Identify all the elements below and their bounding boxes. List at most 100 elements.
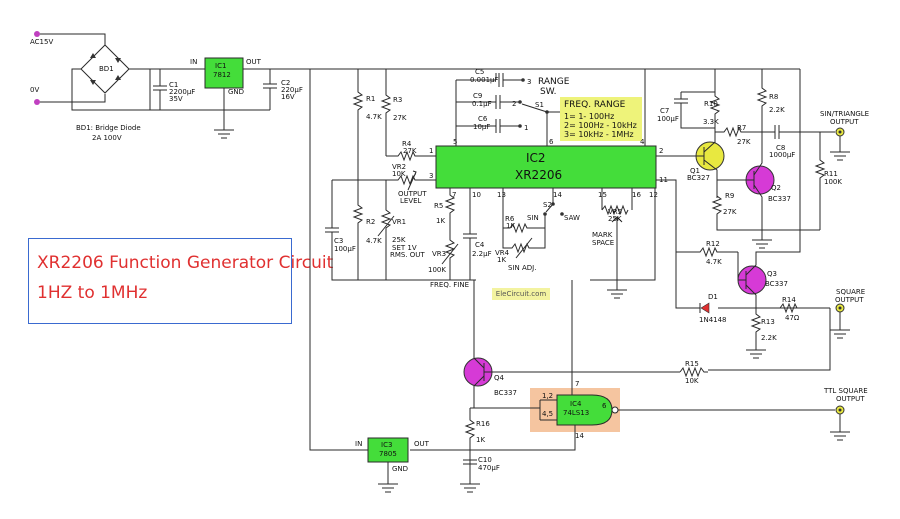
svg-text:Q4: Q4 (494, 374, 505, 382)
svg-text:220µF: 220µF (281, 86, 303, 94)
r8-resistor: R8 2.2K (756, 69, 785, 132)
svg-text:1K: 1K (497, 256, 506, 264)
c3-capacitor: C3 100µF (325, 180, 476, 281)
svg-text:SW.: SW. (540, 87, 556, 97)
bridge-note2: 2A 100V (92, 134, 122, 142)
ac-top-label: AC15V (30, 38, 53, 46)
svg-text:BC337: BC337 (768, 195, 791, 203)
svg-text:R2: R2 (366, 218, 375, 226)
svg-text:IC1: IC1 (215, 62, 226, 70)
svg-text:VR3: VR3 (432, 250, 446, 258)
svg-text:OUTPUT: OUTPUT (835, 296, 864, 304)
ttl-square-output[interactable]: TTL SQUARE OUTPUT (823, 387, 868, 441)
svg-text:C10: C10 (478, 456, 492, 464)
svg-text:C2: C2 (281, 79, 290, 87)
svg-text:R1: R1 (366, 95, 375, 103)
svg-text:Q1: Q1 (690, 167, 700, 175)
bridge-diode: BD1 BD1: Bridge Diode 2A 100V (71, 44, 151, 142)
svg-text:1,2: 1,2 (542, 392, 553, 400)
svg-text:IC2: IC2 (526, 151, 546, 165)
svg-text:16V: 16V (281, 93, 295, 101)
svg-text:4: 4 (640, 138, 645, 146)
svg-text:14: 14 (553, 191, 562, 199)
svg-text:RANGE: RANGE (538, 77, 570, 87)
watermark: EleCircuit.com (492, 288, 550, 300)
svg-text:MARK: MARK (592, 231, 613, 239)
svg-text:4.7K: 4.7K (366, 237, 382, 245)
svg-text:1000µF: 1000µF (769, 151, 795, 159)
svg-text:BC337: BC337 (494, 389, 517, 397)
svg-text:R15: R15 (685, 360, 699, 368)
sin-triangle-output[interactable]: SIN/TRIANGLE OUTPUT (820, 110, 869, 161)
svg-text:470µF: 470µF (478, 464, 500, 472)
svg-text:OUT: OUT (414, 440, 430, 448)
q2-transistor: Q2 BC337 (717, 132, 791, 230)
svg-text:C3: C3 (334, 237, 343, 245)
r12-resistor: R12 4.7K (676, 240, 738, 266)
svg-text:100K: 100K (428, 266, 446, 274)
svg-text:6: 6 (549, 138, 554, 146)
bridge-label: BD1 (99, 65, 114, 73)
r14-resistor: R14 47Ω (766, 296, 800, 322)
r4-resistor: R4 27K 1 (386, 140, 436, 162)
svg-text:2.2K: 2.2K (761, 334, 777, 342)
svg-text:R7: R7 (737, 124, 746, 132)
svg-text:0.1µF: 0.1µF (472, 100, 492, 108)
svg-text:0.001µF: 0.001µF (470, 76, 499, 84)
svg-text:VR5: VR5 (608, 208, 622, 216)
svg-text:27K: 27K (737, 138, 751, 146)
svg-text:7: 7 (452, 191, 456, 199)
svg-text:OUT: OUT (246, 58, 262, 66)
freq-range-3: 3= 10kHz - 1MHz (564, 130, 634, 139)
svg-text:R3: R3 (393, 96, 402, 104)
svg-text:VR1: VR1 (392, 218, 406, 226)
c10-capacitor: C10 470µF (460, 450, 500, 493)
svg-text:C1: C1 (169, 81, 178, 89)
square-output[interactable]: SQUARE OUTPUT (708, 288, 865, 371)
svg-text:VR2: VR2 (392, 163, 406, 171)
svg-text:25K: 25K (392, 236, 406, 244)
svg-text:BC337: BC337 (765, 280, 788, 288)
svg-text:R10: R10 (704, 100, 718, 108)
svg-text:16: 16 (632, 191, 641, 199)
freq-range-title: FREQ. RANGE (564, 100, 626, 110)
svg-text:5: 5 (453, 138, 457, 146)
svg-text:BC327: BC327 (687, 174, 710, 182)
svg-text:OUTPUT: OUTPUT (398, 190, 427, 198)
svg-text:SIN/TRIANGLE: SIN/TRIANGLE (820, 110, 869, 118)
svg-text:Q3: Q3 (767, 270, 777, 278)
ic2-xr2206: IC2 XR2206 5 6 4 2 11 7 10 13 14 15 16 1… (435, 69, 690, 281)
svg-text:SPACE: SPACE (592, 239, 614, 247)
svg-text:SAW: SAW (564, 214, 580, 222)
svg-text:27K: 27K (393, 114, 407, 122)
svg-text:Q2: Q2 (771, 184, 781, 192)
svg-text:74LS13: 74LS13 (563, 409, 589, 417)
svg-text:R4: R4 (402, 140, 412, 148)
svg-text:3.3K: 3.3K (703, 118, 719, 126)
title-box: XR2206 Function Generator Circuit 1HZ to… (28, 238, 333, 324)
svg-text:IC3: IC3 (381, 441, 392, 449)
svg-text:GND: GND (392, 465, 408, 473)
svg-text:2200µF: 2200µF (169, 88, 195, 96)
svg-text:4,5: 4,5 (542, 410, 553, 418)
range-switch[interactable]: 3 2 1 S1 RANGE SW. (512, 77, 570, 140)
svg-text:10: 10 (472, 191, 481, 199)
svg-text:C5: C5 (475, 68, 484, 76)
svg-text:R6: R6 (505, 215, 515, 223)
svg-text:OUTPUT: OUTPUT (830, 118, 859, 126)
svg-text:7: 7 (575, 380, 579, 388)
vr5-mark-space: VR5 25K MARK SPACE (592, 188, 633, 299)
freq-range-2: 2= 100Hz - 10kHz (564, 121, 637, 130)
svg-text:27K: 27K (403, 147, 417, 155)
svg-text:47Ω: 47Ω (785, 314, 800, 322)
bridge-note1: BD1: Bridge Diode (76, 124, 141, 132)
sin-adj-network: R6 1K VR4 1K SIN ADJ. (495, 188, 546, 272)
svg-text:35V: 35V (169, 95, 183, 103)
svg-text:IC4: IC4 (570, 400, 582, 408)
s2-switch[interactable]: S2 SIN SAW (527, 188, 580, 222)
svg-text:10µF: 10µF (473, 123, 490, 131)
freq-range-1: 1= 1- 100Hz (564, 112, 615, 121)
svg-text:6: 6 (602, 402, 607, 410)
